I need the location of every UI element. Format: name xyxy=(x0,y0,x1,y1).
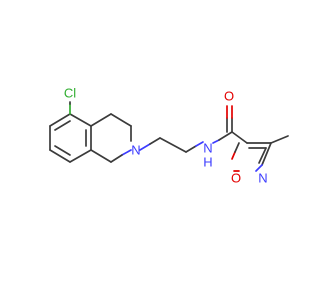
double-bond xyxy=(54,120,71,131)
bond xyxy=(121,149,132,156)
bond xyxy=(90,113,112,127)
ring-nitrogen-label: N xyxy=(131,143,140,158)
bond xyxy=(234,142,240,153)
piperidine-ring xyxy=(90,113,132,163)
amide-hydrogen-label: H xyxy=(203,155,212,170)
bond xyxy=(69,113,92,127)
molecule-diagram: Cl N N H O O N xyxy=(49,86,289,186)
bond xyxy=(261,142,272,166)
structure-canvas: Cl N N H O O N xyxy=(49,85,289,186)
bond xyxy=(49,113,71,127)
bond-methyl xyxy=(270,135,289,144)
bond xyxy=(195,141,204,147)
bond xyxy=(212,139,220,144)
isoxazole-nitrogen-label: N xyxy=(258,171,267,186)
bond xyxy=(149,137,161,145)
bond xyxy=(218,131,233,141)
bond xyxy=(69,149,92,163)
chlorine-label: Cl xyxy=(64,86,76,101)
bond xyxy=(159,137,187,153)
bond xyxy=(110,154,123,163)
benzene-ring xyxy=(49,113,92,163)
bond xyxy=(231,131,248,144)
carbonyl-oxygen-label: O xyxy=(224,89,234,104)
double-bond xyxy=(258,147,267,164)
amide-nitrogen-label: N xyxy=(203,141,212,156)
bond xyxy=(90,149,112,163)
isoxazole-ring xyxy=(231,131,272,172)
ring-oxygen-label: O xyxy=(231,171,241,186)
double-bond xyxy=(54,145,71,156)
bond xyxy=(110,113,132,127)
bond xyxy=(139,143,151,151)
bond xyxy=(185,145,197,153)
bond xyxy=(231,151,236,160)
bond xyxy=(49,149,71,163)
bond xyxy=(255,164,263,172)
